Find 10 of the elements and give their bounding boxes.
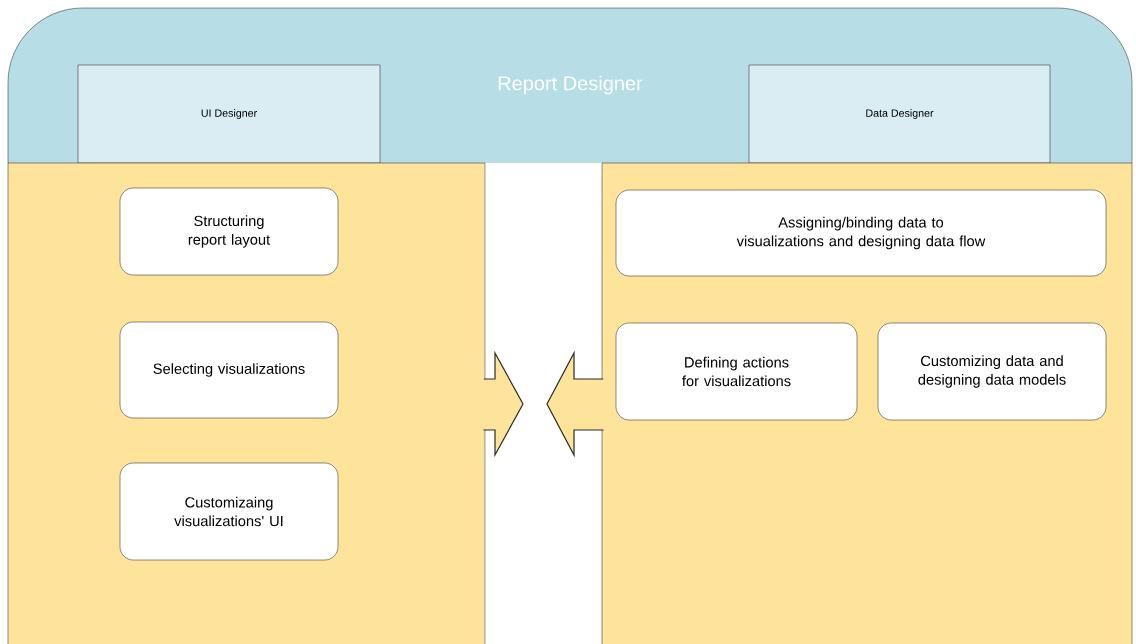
task-box: Defining actions for visualizations xyxy=(615,322,858,421)
designer-box: UI Designer xyxy=(77,64,381,164)
task-box: Customizing data and designing data models xyxy=(877,322,1107,421)
task-box: Customizaing visualizations' UI xyxy=(119,462,339,561)
designer-box: Data Designer xyxy=(748,64,1051,164)
block-arrow xyxy=(546,350,605,458)
task-box: Structuring report layout xyxy=(119,187,339,276)
task-box: Selecting visualizations xyxy=(119,321,339,419)
block-arrow xyxy=(482,350,524,458)
task-box: Assigning/binding data to visualizations and designing data flow xyxy=(615,189,1107,277)
